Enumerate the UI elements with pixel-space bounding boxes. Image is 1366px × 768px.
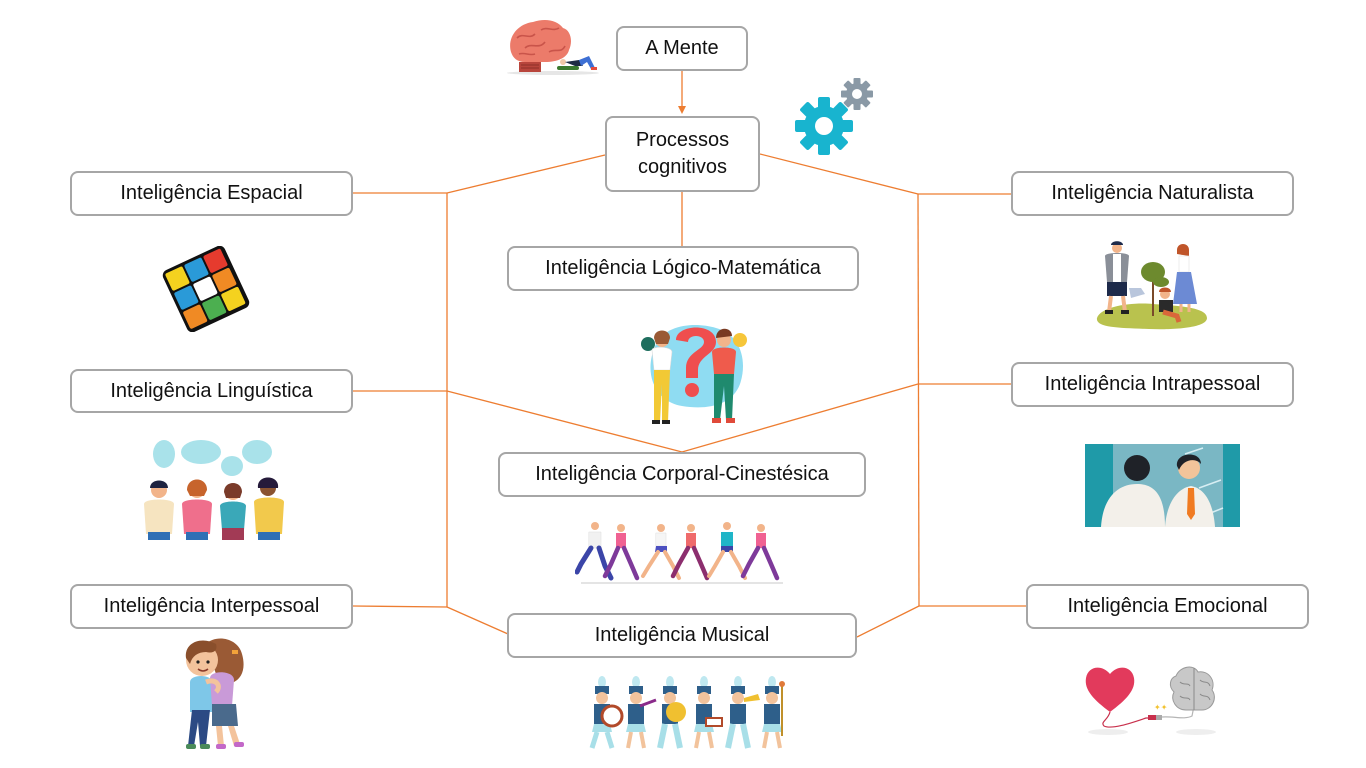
node-label: Inteligência Corporal-Cinestésica: [535, 463, 829, 485]
heart-brain-icon: ✦✦: [1084, 664, 1220, 738]
node-label-line2: cognitivos: [638, 156, 727, 178]
node-processos-cognitivos[interactable]: Processos cognitivos: [605, 116, 760, 192]
people-talking-icon: [140, 438, 288, 540]
right-trunk: [917, 193, 920, 607]
node-inteligencia-emocional[interactable]: Inteligência Emocional: [1026, 584, 1309, 629]
svg-text:✦✦: ✦✦: [1154, 703, 1168, 712]
node-label: Inteligência Espacial: [120, 182, 303, 204]
question-people-icon: [636, 314, 752, 428]
node-a-mente[interactable]: A Mente: [616, 26, 748, 71]
connector-hub-left: [446, 154, 606, 194]
node-label: Inteligência Lógico-Matemática: [545, 257, 821, 279]
node-inteligencia-logico-matematica[interactable]: Inteligência Lógico-Matemática: [507, 246, 859, 291]
node-inteligencia-corporal-cinestesica[interactable]: Inteligência Corporal-Cinestésica: [498, 452, 866, 497]
connector-musical-right: [856, 605, 920, 638]
man-mirror-icon: [1085, 444, 1240, 527]
node-label: Inteligência Interpessoal: [103, 595, 320, 617]
node-inteligencia-espacial[interactable]: Inteligência Espacial: [70, 171, 353, 216]
connector-hub-right: [759, 153, 919, 195]
gears-icon: [795, 76, 877, 158]
family-planting-tree-icon: [1093, 238, 1211, 330]
node-label: A Mente: [645, 37, 719, 59]
node-label: Inteligência Naturalista: [1051, 182, 1254, 204]
node-label-line1: Processos: [635, 129, 730, 151]
runners-icon: [575, 518, 787, 586]
node-label: Inteligência Emocional: [1067, 595, 1268, 617]
node-inteligencia-linguistica[interactable]: Inteligência Linguística: [70, 369, 353, 413]
node-label: Inteligência Linguística: [110, 379, 313, 402]
marching-band-icon: [580, 676, 786, 752]
kids-hugging-icon: [176, 634, 252, 754]
brain-mechanic-icon: [505, 18, 600, 76]
node-inteligencia-musical[interactable]: Inteligência Musical: [507, 613, 857, 658]
node-inteligencia-intrapessoal[interactable]: Inteligência Intrapessoal: [1011, 362, 1294, 407]
connector-interpessoal: [352, 605, 448, 608]
node-label: Inteligência Intrapessoal: [1044, 373, 1261, 395]
rubiks-cube-icon: [162, 246, 250, 332]
node-label: Inteligência Musical: [594, 624, 770, 646]
node-inteligencia-interpessoal[interactable]: Inteligência Interpessoal: [70, 584, 353, 629]
connector-musical-left: [446, 606, 509, 635]
node-inteligencia-naturalista[interactable]: Inteligência Naturalista: [1011, 171, 1294, 216]
